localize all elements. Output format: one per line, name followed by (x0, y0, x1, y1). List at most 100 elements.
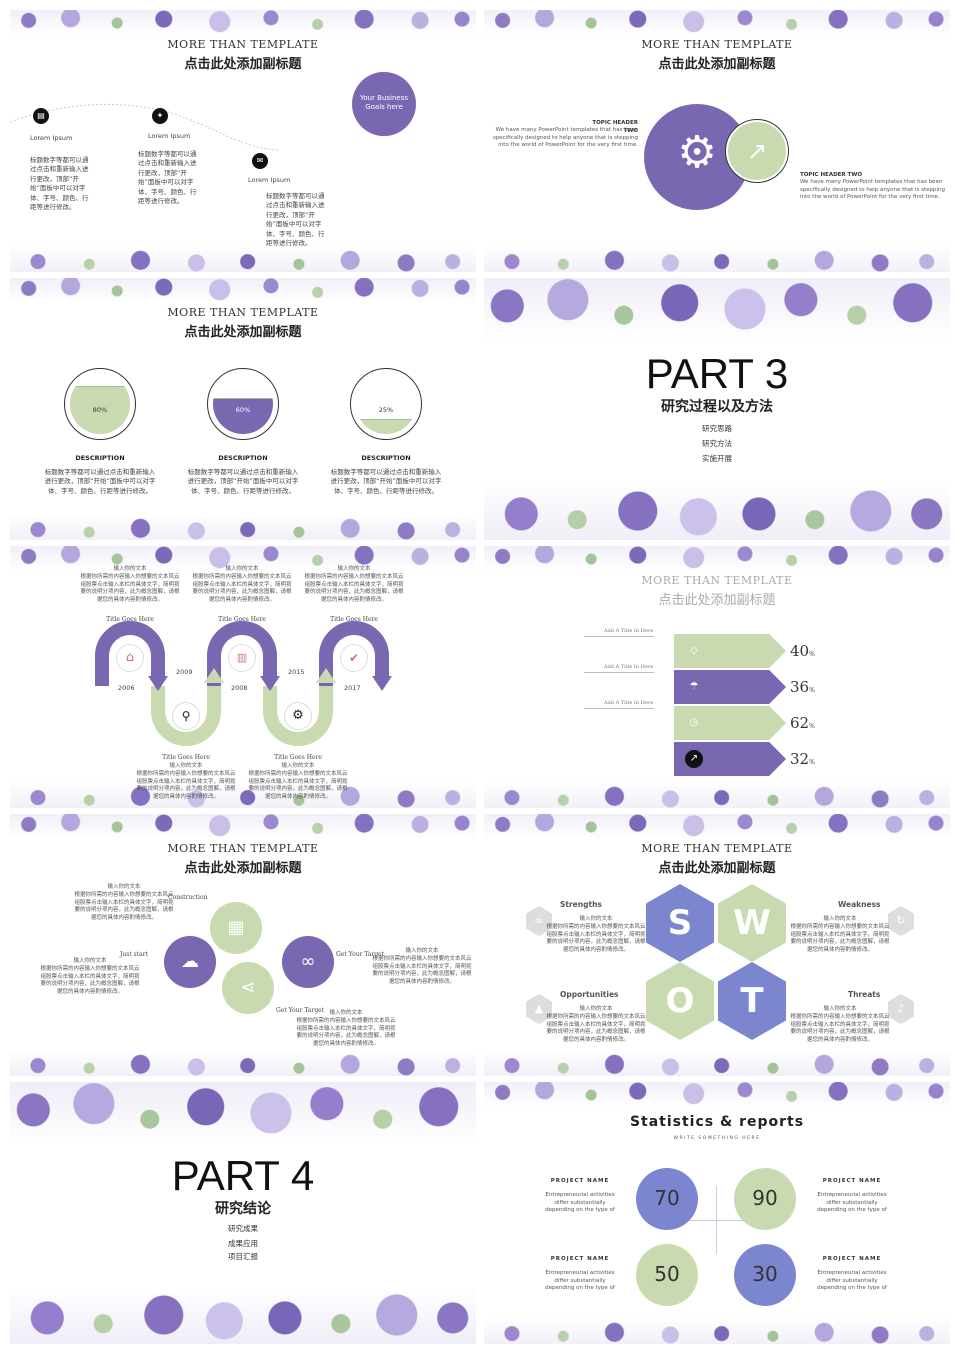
gauge-text: 标题数字等都可以通过点击和重新输入进行更改，顶部“开始”面板中可以对字体、字号、… (330, 468, 442, 495)
title-label: Title Goes Here (162, 754, 210, 761)
text-heading: 输入你的文本 (823, 916, 857, 922)
project-text: Entrepreneurial activities differ substa… (545, 1192, 615, 1214)
floral-border-top (10, 814, 476, 840)
row-label: Add A Title In Here (604, 700, 654, 706)
step-label: Just start (120, 951, 149, 958)
part-item: 研究思路 (702, 424, 732, 433)
swot-hex-s: S (646, 884, 714, 962)
goal-text: Your Business Goals here (359, 94, 409, 112)
item-text: 标题数字等都可以通过点击和重新输入进行更改，顶部“开始”面板中可以对字体、字号、… (138, 150, 197, 206)
floral-border-bottom (484, 1050, 950, 1076)
topic-text: We have many PowerPoint templates that h… (800, 179, 946, 201)
year-label: 2017 (344, 684, 361, 692)
slide-title-en: MORE THAN TEMPLATE (167, 38, 319, 51)
floral-border-top (484, 546, 950, 572)
project-name: PROJECT NAME (550, 1256, 610, 1262)
slide-subtitle-cn: 点击此处添加副标题 (658, 57, 776, 72)
topic-title: TOPIC HEADER TWO (800, 172, 863, 178)
text-heading: 输入你的文本 (225, 566, 259, 572)
swot-hex-w: W (718, 884, 786, 962)
project-text: Entrepreneurial activities differ substa… (545, 1270, 615, 1292)
gauge-circle (64, 368, 136, 440)
trend-up-icon: ↗ (746, 137, 768, 165)
gauge-fill (213, 398, 273, 434)
slide-subtitle-cn: 点击此处添加副标题 (184, 57, 302, 72)
project-name: PROJECT NAME (822, 1256, 882, 1262)
floral-border-top (10, 1082, 476, 1144)
stat-value: 90 (752, 1186, 778, 1210)
text-body: 根据你所需的内容输入你想要的文本风云组股票点击输入本栏的具体文字，简明扼要的说明… (40, 966, 140, 996)
row-label: Add A Title In Here (604, 664, 654, 670)
search-icon: ⚲ (172, 702, 200, 730)
floral-border-bottom (10, 246, 476, 272)
part-item: 项目汇报 (228, 1252, 258, 1261)
slide-1[interactable]: MORE THAN TEMPLATE 点击此处添加副标题 ▤ ✦ ✉ Lorem… (10, 10, 476, 272)
diamond-icon: ◇ (690, 645, 698, 656)
link-icon: ∞ (282, 936, 334, 988)
gauge-inner (70, 374, 130, 434)
chart-line-icon: ↗ (685, 750, 703, 768)
percent-unit: % (809, 723, 815, 730)
slide-subtitle-cn: 点击此处添加副标题 (184, 861, 302, 876)
gauge-title: DESCRIPTION (75, 454, 125, 462)
text-body: 根据你所需的内容输入你想要的文本风云组股票点击输入本栏的具体文字，简明扼要的说明… (546, 924, 646, 954)
percent-number: 36 (790, 678, 810, 696)
clock-icon: ◷ (689, 717, 699, 728)
slide-2[interactable]: MORE THAN TEMPLATE 点击此处添加副标题 TOPIC HEADE… (484, 10, 950, 272)
text-heading: 输入你的文本 (281, 763, 315, 769)
slide-3[interactable]: MORE THAN TEMPLATE 点击此处添加副标题 80%DESCRIPT… (10, 278, 476, 540)
text-body: 根据你所需的内容输入你想要的文本风云组股票点击输入本栏的具体文字，简明扼要的说明… (80, 574, 180, 604)
text-heading: 输入你的文本 (405, 948, 439, 954)
slide-6[interactable]: MORE THAN TEMPLATE 点击此处添加副标题 ◇ 40% Add A T… (484, 546, 950, 808)
item-label: Lorem Ipsum (148, 132, 191, 140)
slide-title-en: MORE THAN TEMPLATE (641, 38, 793, 51)
slide-title-en: MORE THAN TEMPLATE (641, 842, 793, 855)
gauge-label: 80% (92, 406, 108, 414)
part-item: 研究成果 (228, 1224, 258, 1233)
gauge-fill (356, 419, 416, 434)
gauge-circle (350, 368, 422, 440)
part-title: PART 4 (171, 1152, 315, 1199)
gauge-label: 25% (378, 406, 394, 414)
project-name: PROJECT NAME (550, 1178, 610, 1184)
gauge-title: DESCRIPTION (218, 454, 268, 462)
row-line (584, 636, 654, 637)
slide-9[interactable]: PART 4 研究结论 研究成果 成果应用 项目汇报 (10, 1082, 476, 1344)
item-label: Lorem Ipsum (248, 176, 291, 184)
text-body: 根据你所需的内容输入你想要的文本风云组股票点击输入本栏的具体文字，简明扼要的说明… (74, 892, 174, 922)
part-subtitle: 研究结论 (215, 1201, 271, 1217)
calendar-icon: ▦ (210, 902, 262, 954)
text-body: 根据你所需的内容输入你想要的文本风云组股票点击输入本栏的具体文字，简明扼要的说明… (296, 1018, 396, 1048)
slide-8[interactable]: MORE THAN TEMPLATE 点击此处添加副标题 S W O T ∞ ↻… (484, 814, 950, 1076)
text-heading: 输入你的文本 (107, 884, 141, 890)
floral-border-top (484, 814, 950, 840)
text-heading: 输入你的文本 (73, 958, 107, 964)
floral-border-top (10, 10, 476, 36)
text-heading: 输入你的文本 (823, 1006, 857, 1012)
bell-icon: ♪ (888, 994, 914, 1024)
percent-unit: % (809, 759, 815, 766)
part-item: 实施开展 (702, 454, 732, 463)
slide-title-en: MORE THAN TEMPLATE (641, 574, 793, 587)
floral-border-top (484, 10, 950, 36)
step-label: Get Your Target (336, 951, 385, 958)
stats-title: Statistics & reports (629, 1114, 805, 1130)
percent-unit: % (809, 651, 815, 658)
percent-value: 62% (790, 714, 815, 732)
year-label: 2006 (118, 684, 135, 692)
slide-10[interactable]: Statistics & reports WRITE SOMETHING HER… (484, 1082, 950, 1344)
slide-subtitle-cn: 点击此处添加副标题 (658, 593, 776, 608)
mail-icon: ✉ (252, 153, 268, 169)
topic-title: TOPIC HEADER TWO (592, 120, 638, 134)
umbrella-icon: ☂ (689, 681, 699, 692)
step-label: Construction (168, 894, 208, 901)
text-body: 根据你所需的内容输入你想要的文本风云组股票点击输入本栏的具体文字，简明扼要的说明… (546, 1014, 646, 1044)
floral-border-bottom (10, 514, 476, 540)
slide-7[interactable]: MORE THAN TEMPLATE 点击此处添加副标题 ▦ ☁ ⋖ ∞ Con… (10, 814, 476, 1076)
slide-5[interactable]: 输入你的文本根据你所需的内容输入你想要的文本风云组股票点击输入本栏的具体文字，简… (10, 546, 476, 808)
gauge-title: DESCRIPTION (361, 454, 411, 462)
swot-title: Weakness (838, 900, 881, 909)
text-heading: 输入你的文本 (329, 1010, 363, 1016)
percent-value: 40% (790, 642, 815, 660)
slide-4[interactable]: PART 3 研究过程以及方法 研究思路 研究方法 实施开展 (484, 278, 950, 540)
